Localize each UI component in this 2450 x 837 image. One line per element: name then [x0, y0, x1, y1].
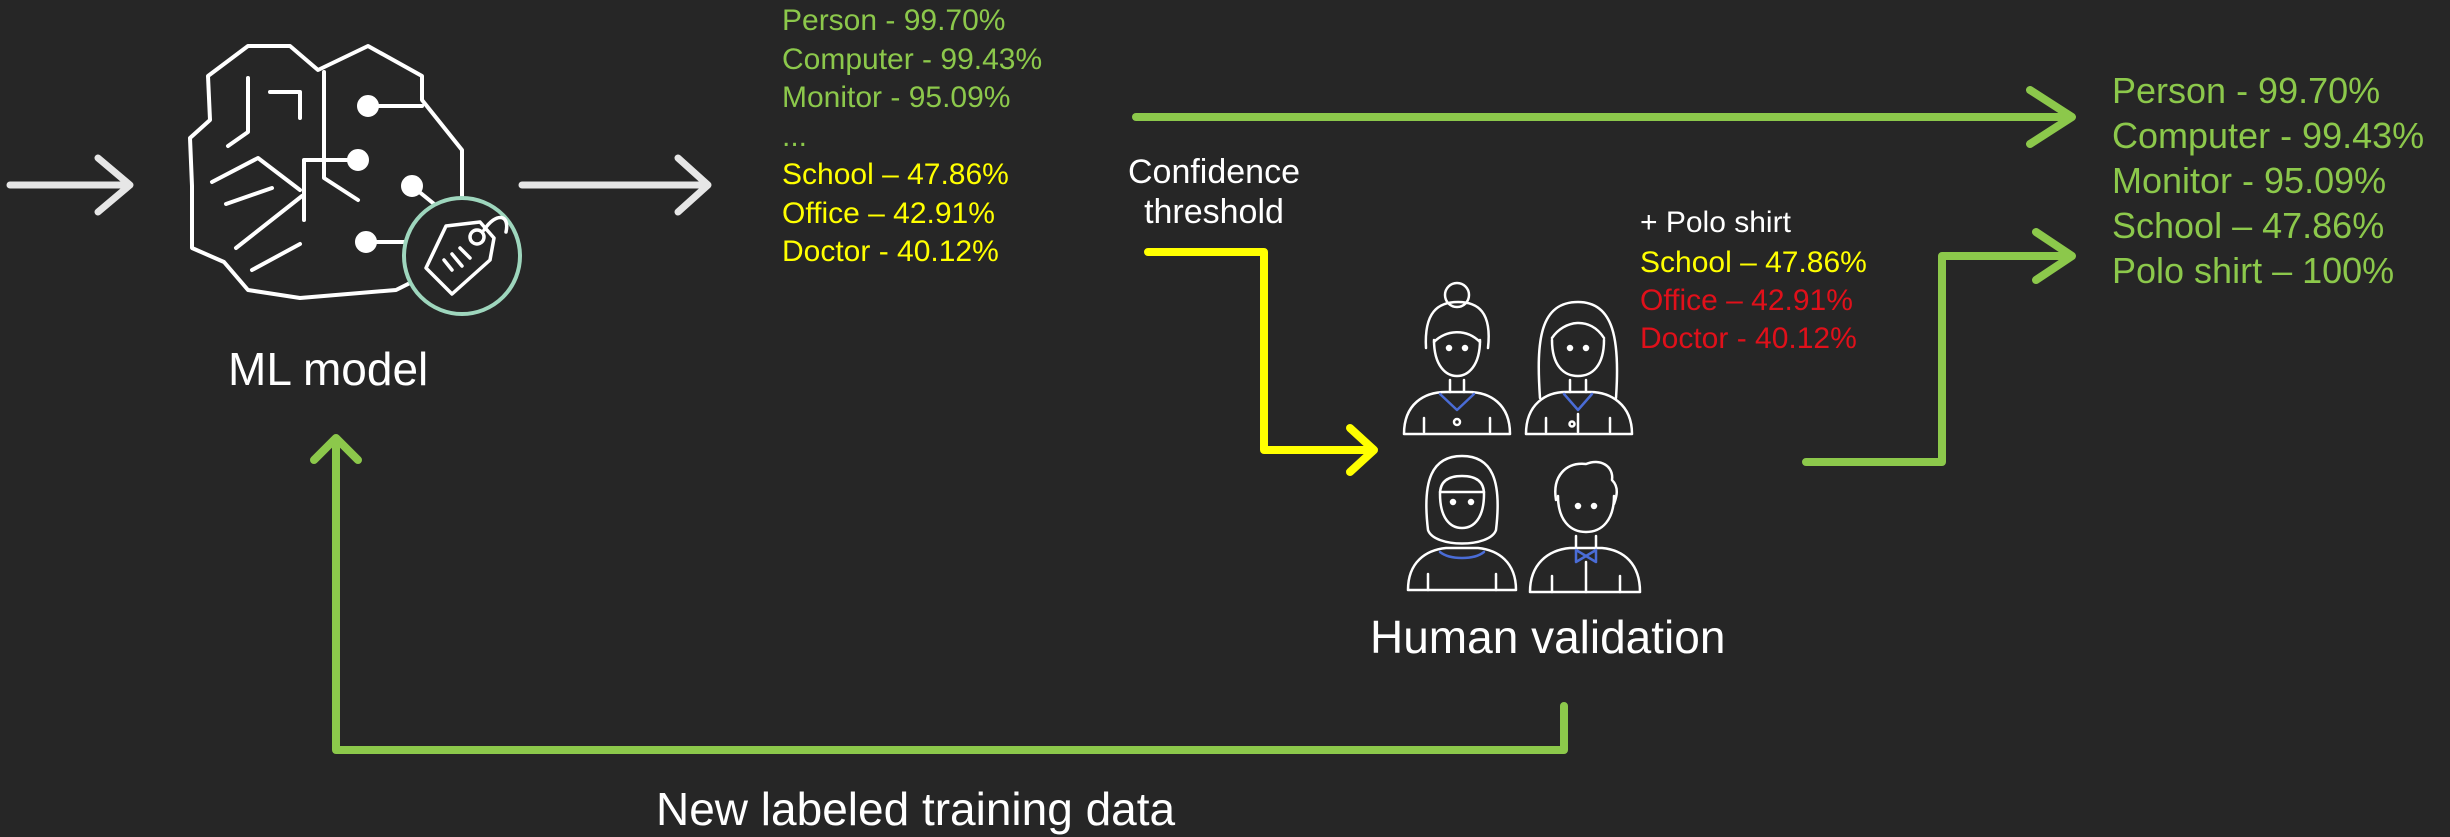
human-review-item: School – 47.86%	[1640, 246, 1867, 279]
final-label-item: Polo shirt – 100%	[2112, 250, 2395, 291]
final-label-item: Monitor - 95.09%	[2112, 160, 2387, 201]
human-review-item: Doctor - 40.12%	[1640, 322, 1857, 355]
high-confidence-arrow	[1132, 86, 2076, 148]
prediction-item: Person - 99.70%	[782, 4, 1006, 37]
final-label-list: Person - 99.70%Computer - 99.43%Monitor …	[2112, 68, 2424, 293]
label-tag-icon	[402, 196, 522, 316]
woman-bun-icon	[1402, 281, 1512, 436]
human-validation-label: Human validation	[1370, 611, 1726, 663]
validated-output-arrow	[1802, 228, 2076, 466]
prediction-list: Person - 99.70% Computer - 99.43% Monitor …	[782, 2, 1042, 272]
training-data-label: New labeled training data	[656, 783, 1176, 835]
feedback-arrow	[310, 434, 1568, 754]
final-label-item: Computer - 99.43%	[2112, 115, 2425, 156]
brain-circuit-icon	[188, 44, 464, 300]
prediction-item: School – 47.86%	[782, 158, 1009, 191]
final-label-item: School – 47.86%	[2112, 205, 2385, 246]
prediction-item: Monitor - 95.09%	[782, 81, 1011, 114]
threshold-line-1: Confidence	[1127, 153, 1300, 191]
confidence-threshold-label: Confidence threshold	[1112, 152, 1316, 232]
prediction-item: Office – 42.91%	[782, 196, 995, 230]
final-label-item: Person - 99.70%	[2112, 70, 2381, 111]
prediction-item: ...	[782, 119, 808, 153]
prediction-item: Doctor - 40.12%	[782, 235, 999, 268]
woman-hijab-icon	[1406, 454, 1518, 592]
added-label-text: + Polo shirt	[1640, 206, 1791, 239]
ml-model-label: ML model	[228, 343, 429, 395]
low-confidence-arrow	[1144, 248, 1378, 476]
man-bowtie-icon	[1528, 460, 1642, 594]
human-review-item: Office – 42.91%	[1640, 284, 1853, 317]
human-review-list: School – 47.86% Office – 42.91% Doctor - 4…	[1640, 244, 1867, 358]
input-arrow	[6, 154, 134, 216]
prediction-item: Computer - 99.43%	[782, 42, 1043, 76]
model-output-arrow	[518, 154, 712, 216]
threshold-line-2: threshold	[1144, 193, 1284, 231]
woman-long-hair-icon	[1524, 300, 1634, 436]
